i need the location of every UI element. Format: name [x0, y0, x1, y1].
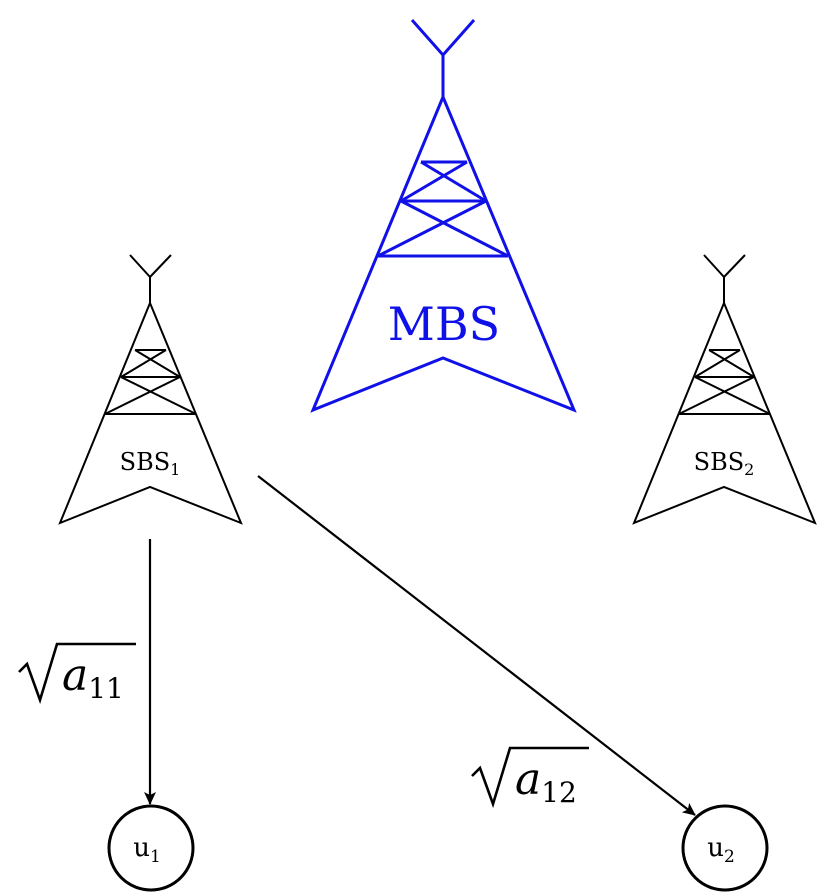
svg-text:u2: u2 [707, 833, 735, 867]
link-a11-label: a11 [18, 642, 136, 705]
sqrt-sign-a11 [18, 642, 136, 705]
user-u2-sub: 2 [724, 847, 735, 867]
svg-text:u1: u1 [133, 833, 161, 867]
user-u2: u2 [681, 804, 769, 892]
link-a12-sub: 12 [541, 776, 577, 809]
sbs2-label: SBS2 [694, 448, 755, 479]
sbs1-label-sub: 1 [170, 460, 180, 479]
mbs-tower [310, 19, 577, 413]
sbs1-label-base: SBS [120, 448, 171, 476]
sbs2-label-sub: 2 [744, 460, 754, 479]
link-a12-label: a12 [471, 746, 589, 809]
mbs-label: MBS [388, 297, 500, 351]
user-u1-base: u [133, 833, 150, 863]
user-u2-node [681, 804, 769, 892]
sbs1-label: SBS1 [120, 448, 181, 479]
user-u2-base: u [707, 833, 724, 863]
link-sbs1-u2-arrow [257, 475, 696, 816]
link-a11-var: a [62, 650, 88, 701]
sbs2-tower [632, 254, 817, 525]
svg-text:a11: a11 [62, 650, 124, 705]
link-a12-var: a [515, 754, 541, 805]
sbs1-tower [58, 254, 243, 525]
sbs2-label-base: SBS [694, 448, 745, 476]
svg-text:a12: a12 [515, 754, 577, 809]
user-u1-sub: 1 [150, 847, 161, 867]
user-u1: u1 [107, 804, 195, 892]
link-a11-sub: 11 [88, 672, 124, 705]
sqrt-sign-a12 [471, 746, 589, 809]
user-u1-node [107, 804, 195, 892]
